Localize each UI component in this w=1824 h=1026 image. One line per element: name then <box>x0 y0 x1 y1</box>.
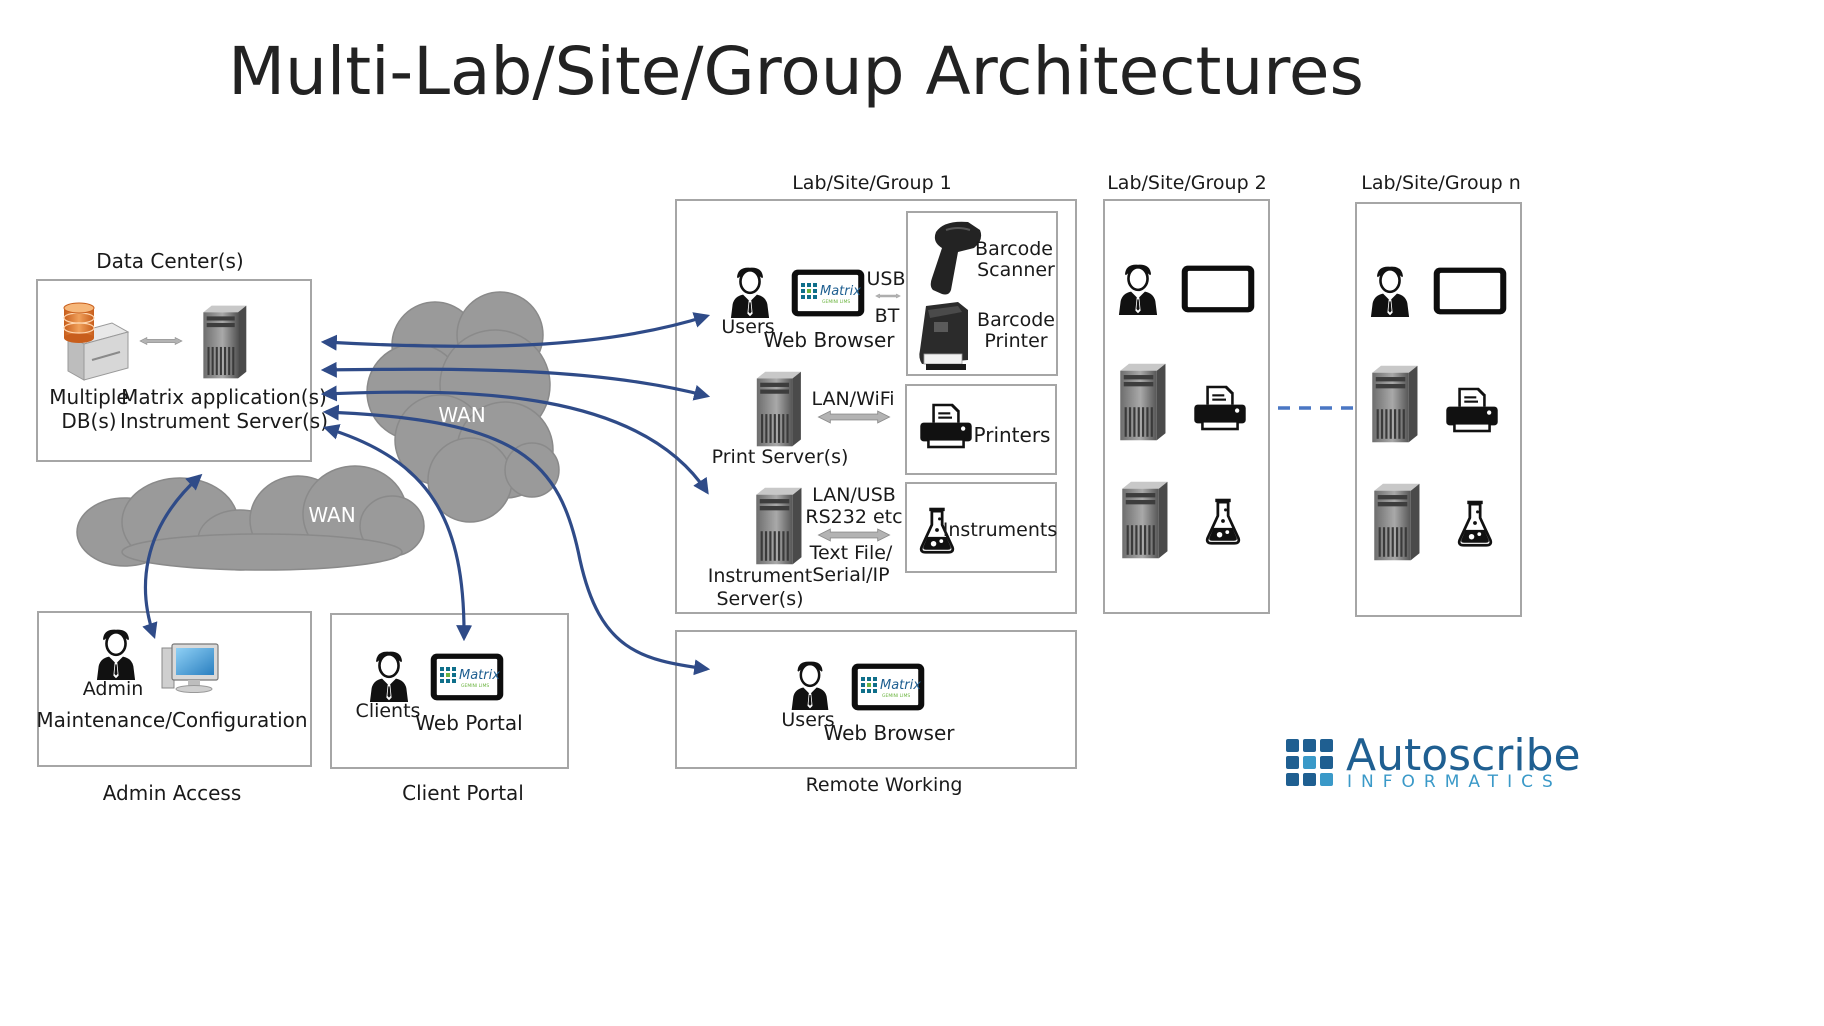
server-icon <box>1374 483 1420 561</box>
tablet-icon: Matrix GEMINI LIMS <box>791 269 865 317</box>
page-title: Multi-Lab/Site/Group Architectures <box>228 33 1364 110</box>
admin-access-caption: Admin Access <box>103 781 242 805</box>
barcode-printer-icon <box>919 302 968 370</box>
client-portal-caption: Client Portal <box>402 781 524 805</box>
wan-label: WAN <box>308 503 355 527</box>
server-icon <box>1372 365 1418 443</box>
bt-label: BT <box>875 305 900 327</box>
connection-line3: Text File/ <box>809 542 893 564</box>
admin-description: Maintenance/Configuration <box>36 708 307 732</box>
barcode-printer-line1: Barcode <box>977 309 1055 331</box>
matrix-sub: GEMINI LIMS <box>461 683 489 689</box>
logo-icon <box>1286 739 1333 786</box>
remote-users-label: Users <box>781 709 834 731</box>
barcode-scanner-line1: Barcode <box>975 238 1053 260</box>
barcode-scanner-line2: Scanner <box>977 259 1055 281</box>
tablet-icon <box>1433 267 1507 315</box>
wan-cloud-left: WAN <box>76 465 425 571</box>
tablet-icon: Matrix GEMINI LIMS <box>430 653 504 701</box>
admin-access-box <box>37 611 312 767</box>
connection-line4: Serial/IP <box>812 564 889 586</box>
web-portal-label: Web Portal <box>415 711 522 735</box>
link-admin <box>142 473 203 640</box>
printers-label: Printers <box>974 423 1051 447</box>
matrix-sub: GEMINI LIMS <box>882 693 910 699</box>
barcode-scanner-icon <box>930 221 982 295</box>
db-label-line1: Multiple <box>49 385 128 409</box>
data-center-heading: Data Center(s) <box>96 249 243 273</box>
link-client-portal <box>322 424 473 642</box>
tablet-icon <box>1181 265 1255 313</box>
remote-browser-label: Web Browser <box>823 721 955 745</box>
autoscribe-logo: Autoscribe INFORMATICS <box>1286 730 1581 792</box>
instrument-server-line1: Instrument <box>708 565 813 587</box>
server-icon <box>756 487 802 565</box>
barcode-printer-line2: Printer <box>984 330 1047 352</box>
lan-wifi-label: LAN/WiFi <box>811 388 894 410</box>
remote-working-caption: Remote Working <box>806 774 963 796</box>
logo-word: Autoscribe <box>1346 730 1581 781</box>
clients-label: Clients <box>356 700 421 722</box>
matrix-word: Matrix <box>820 284 861 299</box>
users-label: Users <box>721 316 774 338</box>
matrix-screen-logo: Matrix GEMINI LIMS <box>861 677 921 699</box>
lab-group-n-heading: Lab/Site/Group n <box>1361 172 1521 194</box>
server-icon <box>1120 363 1166 441</box>
usb-label: USB <box>866 268 905 290</box>
server-icon <box>756 371 801 447</box>
db-label-line2: DB(s) <box>61 409 116 433</box>
monitor-icon <box>161 643 219 693</box>
logo-subtitle: INFORMATICS <box>1347 772 1562 792</box>
app-label-line1: Matrix application(s) <box>121 385 327 409</box>
matrix-word: Matrix <box>459 668 500 683</box>
tablet-icon: Matrix GEMINI LIMS <box>851 663 925 711</box>
matrix-sub: GEMINI LIMS <box>822 299 850 305</box>
web-browser-label: Web Browser <box>763 328 895 352</box>
server-icon <box>203 305 247 379</box>
app-label-line2: Instrument Server(s) <box>120 409 328 433</box>
admin-label: Admin <box>83 678 144 700</box>
lab-group-2-heading: Lab/Site/Group 2 <box>1107 172 1267 194</box>
connection-line2: RS232 etc <box>805 506 902 528</box>
lab-group-1-heading: Lab/Site/Group 1 <box>792 172 952 194</box>
matrix-word: Matrix <box>880 678 921 693</box>
connection-arrows <box>142 312 711 676</box>
database-icon <box>63 302 130 381</box>
matrix-screen-logo: Matrix GEMINI LIMS <box>801 283 861 305</box>
instrument-server-line2: Server(s) <box>716 588 803 610</box>
print-server-label: Print Server(s) <box>712 446 849 468</box>
connection-line1: LAN/USB <box>812 484 896 506</box>
instruments-label: Instruments <box>943 519 1057 541</box>
server-icon <box>1122 481 1168 559</box>
link-users <box>320 312 711 351</box>
